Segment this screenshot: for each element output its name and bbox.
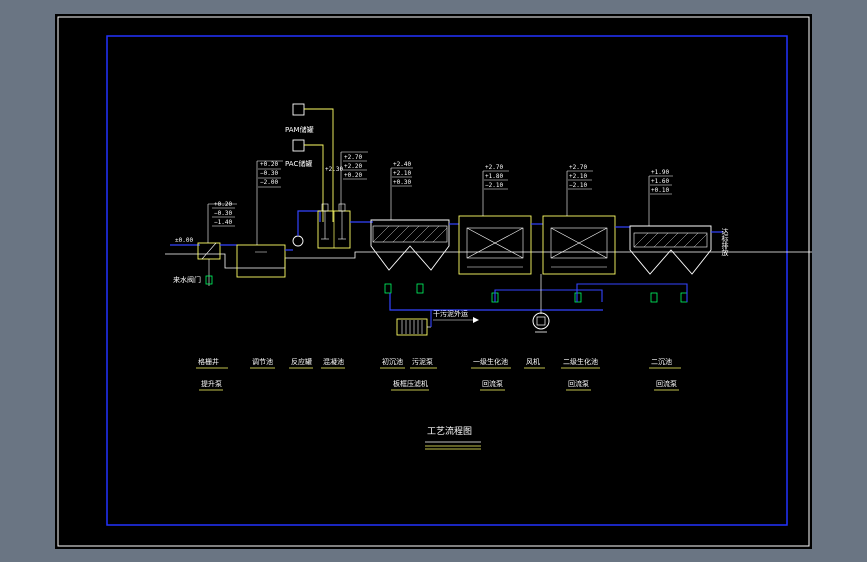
outer-frame: [57, 16, 810, 547]
svg-text:−2.00: −2.00: [260, 179, 278, 186]
inner-border: [106, 35, 788, 526]
settler-level-stack: +2.40 +2.10 +0.30: [390, 161, 413, 220]
svg-text:+0.20: +0.20: [260, 161, 278, 168]
svg-text:初沉池: 初沉池: [382, 357, 403, 366]
lift-pump-icon: [205, 275, 213, 285]
sludge-pump-icon: [384, 283, 392, 294]
svg-text:风机: 风机: [526, 357, 540, 366]
primary-bio-tank: [458, 215, 532, 275]
return-pump-4: [680, 292, 688, 303]
mixers: [321, 203, 346, 240]
sludge-main-pipe: [389, 293, 603, 311]
svg-text:回流泵: 回流泵: [482, 379, 503, 388]
svg-text:调节池: 调节池: [252, 357, 273, 366]
svg-text:−0.30: −0.30: [260, 170, 278, 177]
secondary-bio-tank: [542, 215, 616, 275]
bio1-media: [466, 227, 524, 259]
svg-text:+1.80: +1.80: [485, 173, 503, 180]
svg-text:+1.90: +1.90: [651, 169, 669, 176]
pac-label: PAC储罐: [285, 159, 312, 168]
svg-text:+0.20: +0.20: [214, 201, 232, 208]
legend-row2: 提升泵 板框压滤机 回流泵 回流泵 回流泵: [201, 379, 677, 388]
svg-text:+2.20: +2.20: [344, 163, 362, 170]
bio2-level-stack: +2.70 +2.10 −2.10: [566, 164, 593, 216]
reaction-level-stack: +2.70 +2.20 +0.20: [340, 151, 368, 211]
svg-text:+2.10: +2.10: [393, 170, 411, 177]
svg-text:板框压滤机: 板框压滤机: [393, 379, 428, 388]
lift-pump-circle: [292, 235, 304, 247]
drawing-title: 工艺流程图: [427, 425, 472, 437]
drawing-sheet: ±0.00 来水阀门 +0.20 −0.30 −1.40 +0.20 −0.30…: [55, 14, 812, 549]
svg-text:污泥泵: 污泥泵: [412, 358, 433, 366]
svg-text:+0.10: +0.10: [651, 187, 669, 194]
svg-text:−2.10: −2.10: [569, 182, 587, 189]
svg-text:+2.70: +2.70: [485, 164, 503, 171]
settler-media: [372, 225, 448, 243]
svg-text:一级生化池: 一级生化池: [473, 357, 508, 366]
svg-text:二级生化池: 二级生化池: [563, 357, 598, 366]
inlet-label: 来水阀门: [173, 275, 201, 284]
svg-text:回流泵: 回流泵: [568, 379, 589, 388]
pac-tank: [292, 139, 305, 152]
sludge-flow-label: 干污泥外运: [433, 309, 468, 318]
blower-circle: [532, 312, 550, 330]
screen-level-stack: +0.20 −0.30 −1.40: [207, 201, 237, 243]
bio1-level-stack: +2.70 +1.80 −2.10: [482, 164, 509, 216]
bio2-media-x2: [550, 227, 608, 259]
screen-bars: [201, 242, 217, 260]
settler2-media: [633, 232, 708, 248]
svg-text:+0.20: +0.20: [344, 172, 362, 179]
pipe-pump-to-reactor: [297, 210, 321, 236]
bio1-media-x2: [466, 227, 524, 259]
svg-text:格栅井: 格栅井: [198, 357, 219, 366]
settler-hatch: [372, 225, 448, 243]
svg-text:−0.30: −0.30: [214, 210, 232, 217]
inlet-level: ±0.00: [175, 237, 193, 244]
regulating-tank: [236, 244, 286, 278]
blower-motor: [536, 316, 546, 326]
return-loop-2: [576, 283, 688, 302]
bio2-media: [550, 227, 608, 259]
svg-text:回流泵: 回流泵: [656, 379, 677, 388]
svg-text:混凝池: 混凝池: [323, 357, 344, 366]
filter-press: [396, 318, 428, 336]
return-pump-2: [574, 292, 582, 303]
svg-text:+0.30: +0.30: [393, 179, 411, 186]
pac-dosing-line: [304, 144, 324, 222]
pam-dosing-line: [304, 108, 334, 222]
legend-row1: 格栅井 调节池 反应罐 混凝池 初沉池 污泥泵 一级生化池 风机 二级生化池 二…: [198, 357, 672, 366]
pam-tank: [292, 103, 305, 116]
mixing-level: +2.30: [325, 166, 343, 173]
svg-text:+2.70: +2.70: [569, 164, 587, 171]
sludge-arrow-head: [473, 317, 479, 323]
filter-press-plates: [401, 320, 423, 334]
return-loop-1: [494, 289, 603, 302]
svg-text:+2.40: +2.40: [393, 161, 411, 168]
ground-line: [165, 251, 812, 269]
svg-text:提升泵: 提升泵: [201, 379, 222, 388]
secondary-settler: [629, 225, 712, 275]
settler2-hatch: [633, 232, 708, 248]
settler2-level-stack: +1.90 +1.60 +0.10: [648, 169, 673, 226]
svg-text:+2.10: +2.10: [569, 173, 587, 180]
return-pump-3: [650, 292, 658, 303]
sludge-pump-icon-2: [416, 283, 424, 294]
outlet-label: 达标排放: [721, 227, 729, 257]
svg-text:−2.10: −2.10: [485, 182, 503, 189]
pam-label: PAM储罐: [285, 125, 314, 134]
regulating-level-stack: +0.20 −0.30 −2.00: [256, 160, 283, 245]
svg-text:反应罐: 反应罐: [291, 357, 312, 366]
svg-text:+2.70: +2.70: [344, 154, 362, 161]
process-flow-drawing: ±0.00 来水阀门 +0.20 −0.30 −1.40 +0.20 −0.30…: [57, 16, 812, 547]
svg-text:二沉池: 二沉池: [651, 357, 672, 366]
svg-text:−1.40: −1.40: [214, 219, 232, 226]
svg-text:+1.60: +1.60: [651, 178, 669, 185]
